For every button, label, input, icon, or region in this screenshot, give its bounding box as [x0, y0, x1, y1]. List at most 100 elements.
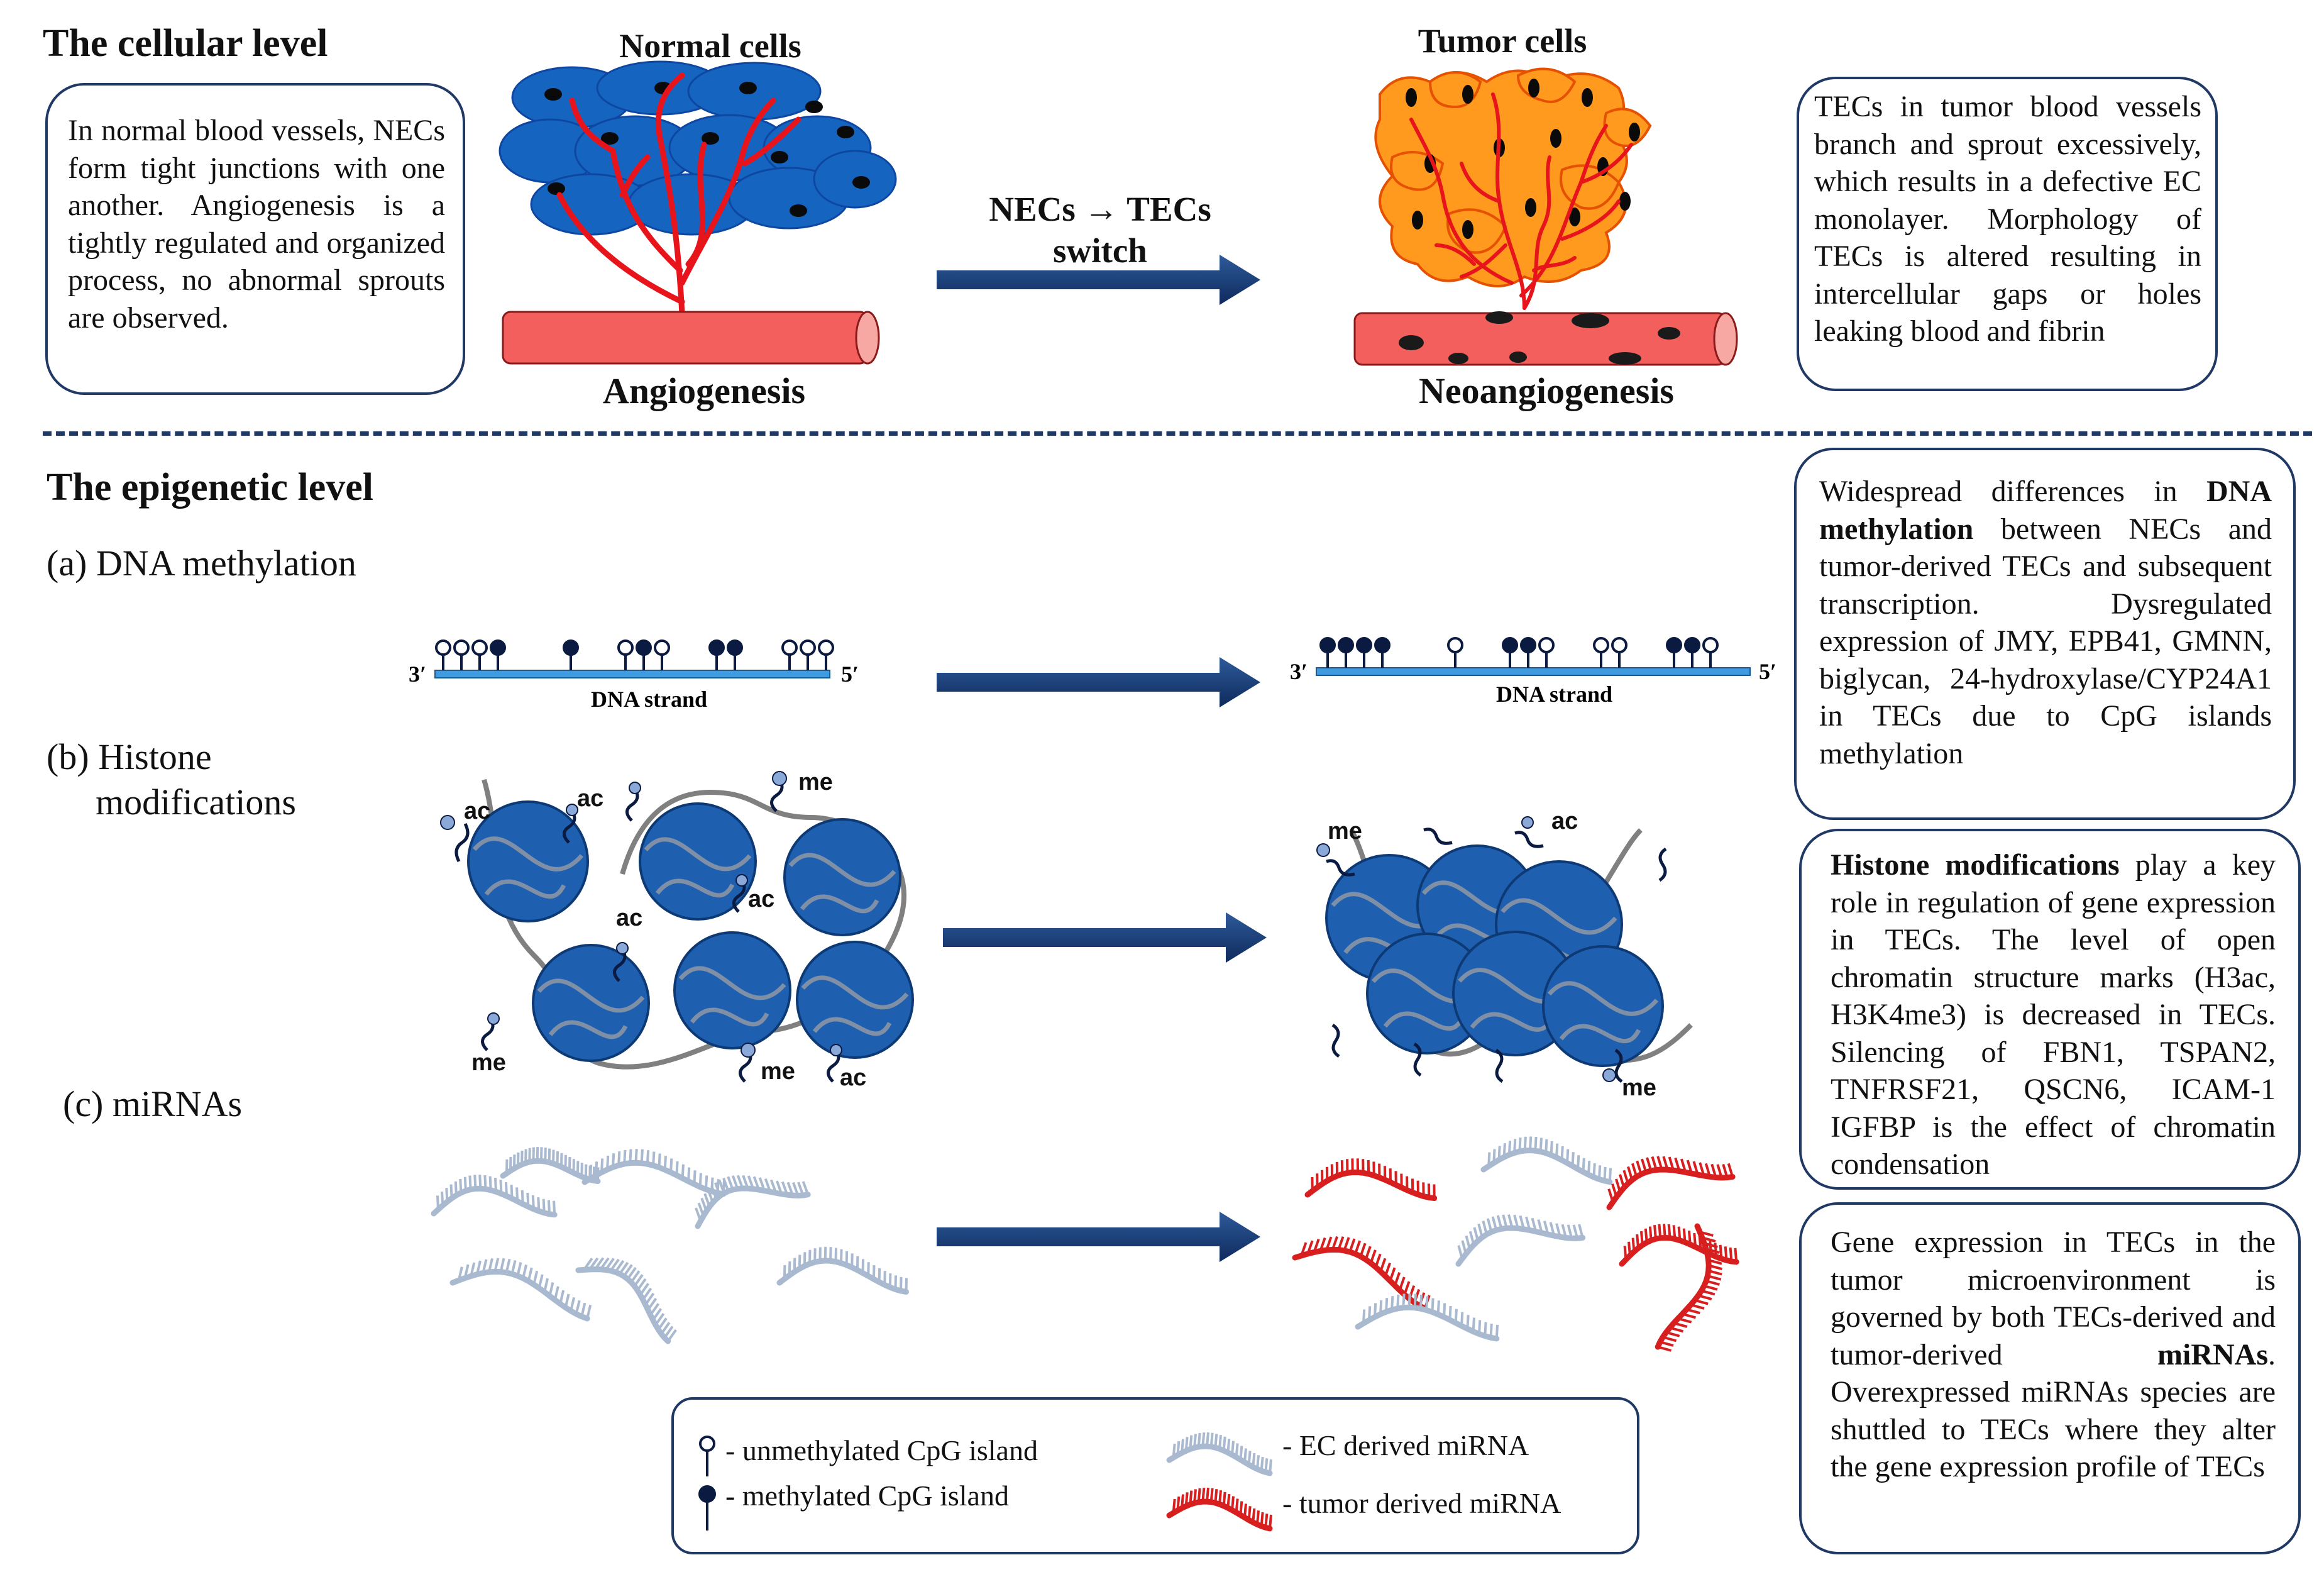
methylated-cpg-icon — [1520, 637, 1536, 668]
legend-methylated: - methylated CpG island — [725, 1480, 1009, 1512]
strand-5-prime-right: 5′ — [1759, 659, 1776, 684]
nucleosome — [532, 944, 650, 1062]
nucleosome — [783, 818, 901, 936]
normal-cell-cluster — [498, 60, 897, 236]
box-b-bold: Histone modifications — [1831, 848, 2120, 882]
methyl-mark: me — [798, 769, 833, 795]
normal-vessel-description: In normal blood vessels, NECs form tight… — [68, 114, 445, 335]
unmethylated-cpg-icon — [699, 1436, 715, 1476]
tumor-cells-illustration — [1353, 67, 1738, 366]
legend-ec-mirna: - EC derived miRNA — [1282, 1429, 1529, 1461]
unmethylated-cpg-icon — [781, 639, 798, 670]
arrow-right-icon — [937, 1212, 1260, 1262]
methylated-cpg-icon — [1338, 637, 1354, 668]
acetyl-mark: ac — [748, 886, 774, 912]
unmethylated-cpg-icon — [471, 639, 488, 670]
strand-3-prime-left: 3′ — [409, 661, 426, 687]
normal-cell-nuclei — [544, 82, 870, 217]
ec-mirna-icon — [1455, 1214, 1586, 1267]
dna-methylation-description: Widespread differences in DNA methylatio… — [1819, 473, 2272, 772]
dna-strand-tec: 3′ 5′ DNA strand — [1290, 637, 1776, 707]
unmethylated-cpg-icon — [1447, 637, 1463, 668]
cpg-markers-nec — [435, 639, 834, 670]
acetyl-mark: ac — [840, 1065, 866, 1091]
methylated-cpg-icon — [1356, 637, 1372, 668]
strand-5-prime-left: 5′ — [841, 661, 859, 687]
arrow-right-icon — [937, 657, 1260, 707]
histone-mark-dots-open — [440, 771, 842, 1058]
histone-modifications-description-box: Histone modifications play a key role in… — [1799, 829, 2301, 1190]
dna-methylation-description-box: Widespread differences in DNA methylatio… — [1794, 448, 2296, 820]
mixed-mirna-strands — [1292, 1136, 1739, 1352]
acetyl-mark: ac — [616, 905, 642, 931]
unmethylated-cpg-icon — [654, 639, 670, 670]
box-a-pre: Widespread differences in — [1819, 475, 2206, 508]
tumor-mirna-icon — [1619, 1224, 1739, 1267]
methylated-cpg-icon — [698, 1485, 716, 1530]
cellular-level-title: The cellular level — [43, 22, 328, 65]
unmethylated-cpg-icon — [800, 639, 816, 670]
ec-mirna-icon — [575, 1257, 677, 1344]
unmethylated-cpg-icon — [435, 639, 451, 670]
methylated-cpg-icon — [1502, 637, 1518, 668]
strand-3-prime-right: 3′ — [1290, 659, 1308, 684]
methylated-cpg-icon — [1319, 637, 1336, 668]
methylated-cpg-icon — [636, 639, 652, 670]
normal-cells-illustration — [498, 60, 897, 365]
nucleosome — [1542, 945, 1664, 1067]
histone-label-line-1: (b) Histone — [47, 736, 212, 777]
mirnas-label: (c) miRNAs — [63, 1083, 243, 1124]
methylated-cpg-icon — [727, 639, 743, 670]
nucleosome — [673, 931, 791, 1049]
dna-methylation-label: (a) DNA methylation — [47, 543, 356, 584]
nucleosome — [639, 802, 757, 921]
unmethylated-cpg-icon — [453, 639, 470, 670]
nec-tec-switch-label: NECs → TECs switch — [930, 189, 1270, 272]
methyl-mark: me — [1622, 1075, 1656, 1101]
histone-label-line-2: modifications — [96, 782, 296, 822]
tumor-cell-cluster — [1374, 67, 1652, 287]
methylated-cpg-icon — [1666, 637, 1682, 668]
box-a-post: between NECs and tumor-derived TECs and … — [1819, 512, 2272, 770]
histone-tails-condensed — [1326, 828, 1667, 1083]
ec-mirna-icon — [695, 1175, 811, 1229]
methylated-cpg-icon — [708, 639, 725, 670]
tumor-vessel-description: TECs in tumor blood vessels branch and s… — [1814, 90, 2201, 348]
tumor-mirna-icon — [1655, 1223, 1723, 1352]
legend-box: - unmethylated CpG island - methylated C… — [671, 1397, 1639, 1554]
acetyl-mark: ac — [577, 785, 603, 812]
methylated-cpg-icon — [1374, 637, 1391, 668]
unmethylated-cpg-icon — [1702, 637, 1719, 668]
ec-mirna-icon — [449, 1258, 592, 1322]
tumor-vessel-description-box: TECs in tumor blood vessels branch and s… — [1797, 77, 2218, 391]
box-c-bold: miRNAs — [2157, 1337, 2268, 1371]
methylated-cpg-icon — [490, 639, 506, 670]
normal-cells-title: Normal cells — [619, 27, 801, 65]
methyl-mark: me — [761, 1058, 795, 1085]
ec-mirna-icon — [1166, 1432, 1273, 1476]
ec-mirna-icon — [776, 1246, 910, 1295]
switch-label-line-2: switch — [1053, 231, 1147, 270]
acetyl-mark: ac — [1551, 808, 1578, 834]
normal-blood-vessel — [502, 311, 880, 365]
tumor-mirna-icon — [1166, 1487, 1273, 1532]
unmethylated-cpg-icon — [617, 639, 634, 670]
tumor-vessel-branches — [1409, 92, 1633, 310]
tumor-cell-nuclei — [1406, 79, 1640, 239]
box-b-post: play a key role in regulation of gene ex… — [1831, 848, 2276, 1181]
box-c-post: . Overexpressed miRNAs species are shutt… — [1831, 1337, 2276, 1484]
tumor-mirna-icon — [1166, 1487, 1273, 1532]
ec-mirna-icon — [1355, 1293, 1500, 1342]
arrow-right-icon — [943, 912, 1267, 963]
nucleosome — [796, 941, 914, 1059]
box-a-bold: DNA methylation — [1819, 475, 2272, 546]
ec-mirna-icon — [431, 1175, 558, 1218]
acetyl-mark: ac — [464, 798, 490, 824]
section-divider — [43, 431, 2312, 436]
unmethylated-cpg-icon — [1611, 637, 1627, 668]
tumor-cells-title: Tumor cells — [1418, 22, 1587, 60]
ec-mirna-icon — [581, 1149, 727, 1197]
dna-strand-nec: 3′ 5′ DNA strand — [409, 639, 859, 712]
mirna-description: Gene expression in TECs in the tumor mic… — [1831, 1224, 2276, 1486]
mirna-nec-illustration — [431, 1147, 910, 1344]
